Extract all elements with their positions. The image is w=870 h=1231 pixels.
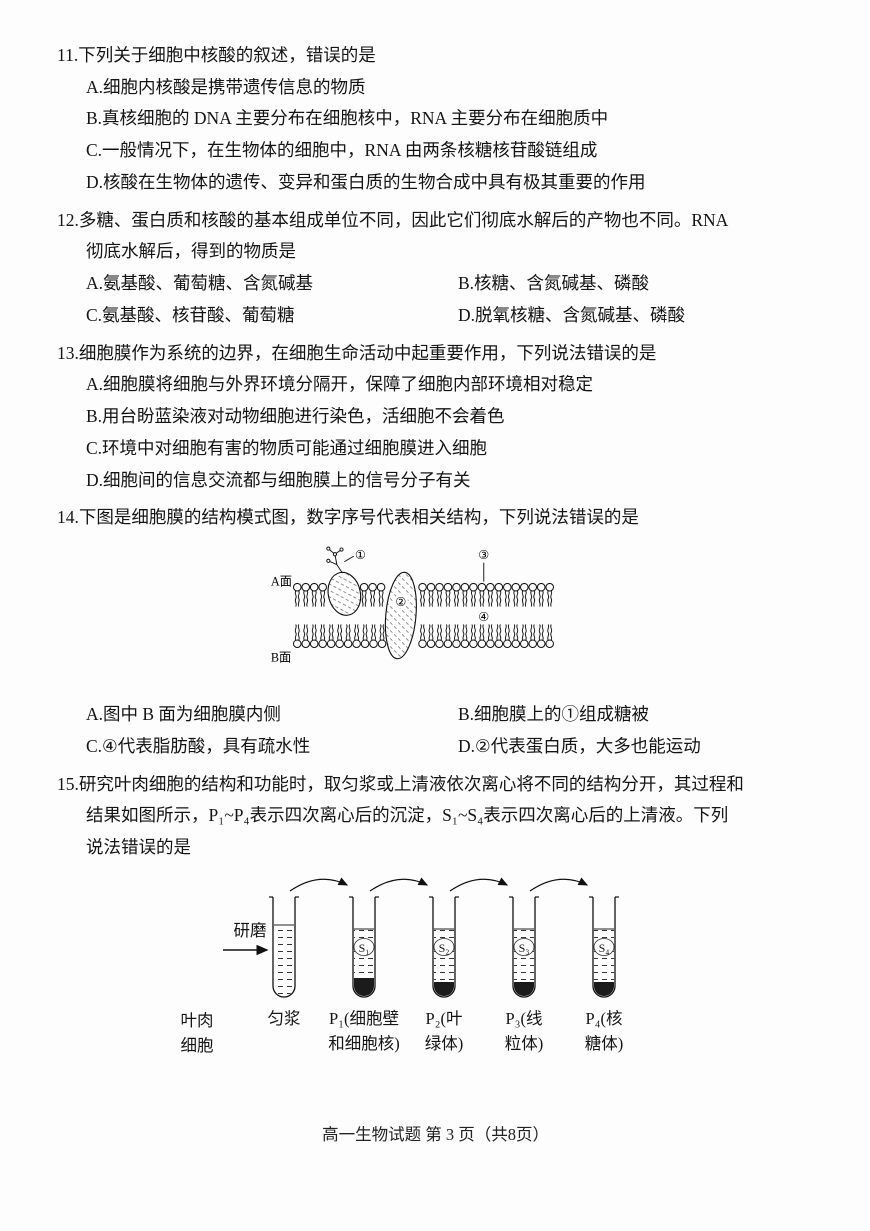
pellet-label-4: P₄(核糖体) [584,1009,624,1053]
marker-1-label: ① [355,548,366,562]
marker-4-label: ④ [478,610,489,624]
grind-label: 研磨 [233,921,267,941]
question-13-option-b: B.用台盼蓝染液对动物细胞进行染色，活细胞不会着色 [86,405,505,426]
question-11-option-d: D.核酸在生物体的遗传、变异和蛋白质的生物合成中具有极其重要的作用 [86,172,646,193]
cell-membrane-figure: A面 B面 ① ② ③ ④ [269,542,814,693]
cell-membrane-diagram: A面 B面 ① ② ③ ④ [271,546,554,665]
centrifugation-diagram: S₁ S₂ S₃ S₄ [223,877,619,998]
question-12: 12.多糖、蛋白质和核酸的基本组成单位不同，因此它们彻底水解后的产物也不同。RN… [57,205,814,332]
marker-2-backing [393,594,408,609]
b-side-label: B面 [271,651,291,665]
supernatant-label: S₃ [519,941,530,955]
question-11: 11.下列关于细胞中核酸的叙述，错误的是 A.细胞内核酸是携带遗传信息的物质 B… [57,40,814,199]
phospholipid-row-top-middle [359,582,386,607]
question-11-option-a: A.细胞内核酸是携带遗传信息的物质 [86,76,366,97]
phospholipid-row-bottom-left [292,623,387,648]
marker-2-label: ② [395,595,406,609]
marker-3-label: ③ [478,548,489,562]
question-13-option-d: D.细胞间的信息交流都与细胞膜上的信号分子有关 [86,469,471,490]
source-cell-label: 叶肉细胞 [180,1011,214,1055]
question-14-option-d: D.②代表蛋白质，大多也能运动 [458,735,701,756]
question-12-option-d: D.脱氧核糖、含氮碱基、磷酸 [458,304,686,325]
glycan-chain [326,546,344,574]
question-12-stem-line-2: 彻底水解后，得到的物质是 [86,241,296,262]
supernatant-label: S₄ [599,941,610,955]
question-11-stem: 11.下列关于细胞中核酸的叙述，错误的是 [57,45,376,65]
question-12-option-c: C.氨基酸、核苷酸、葡萄糖 [86,304,295,325]
question-14-option-c: C.④代表脂肪酸，具有疏水性 [86,735,311,756]
question-13-option-c: C.环境中对细胞有害的物质可能通过细胞膜进入细胞 [86,437,488,458]
pellet-label-2: P₂(叶绿体) [424,1009,464,1053]
question-15-stem-line-2: 结果如图所示，P₁~P₄表示四次离心后的沉淀，S₁~S₄表示四次离心后的上清液。… [86,805,729,826]
a-side-label: A面 [271,574,292,588]
glycoprotein-blob [327,571,362,616]
question-11-option-c: C.一般情况下，在生物体的细胞中，RNA 由两条核糖核苷酸链组成 [86,140,598,161]
question-15-stem-line-3: 说法错误的是 [86,836,191,857]
question-15: 15.研究叶肉细胞的结构和功能时，取匀浆或上清液依次离心将不同的结构分开，其过程… [57,769,814,1070]
question-12-stem-line-1: 12.多糖、蛋白质和核酸的基本组成单位不同，因此它们彻底水解后的产物也不同。RN… [57,209,729,230]
question-14-option-a: A.图中 B 面为细胞膜内侧 [86,703,281,724]
supernatant-label: S₁ [359,941,370,955]
exam-page: 11.下列关于细胞中核酸的叙述，错误的是 A.细胞内核酸是携带遗传信息的物质 B… [57,40,814,1145]
test-tubes: S₁ S₂ S₃ S₄ [269,896,619,998]
phospholipid-row-top-left [292,582,327,607]
page-footer: 高一生物试题 第 3 页（共8页） [322,1125,549,1145]
question-11-option-b: B.真核细胞的 DNA 主要分布在细胞核中，RNA 主要分布在细胞质中 [86,108,609,129]
question-12-option-b: B.核糖、含氮碱基、磷酸 [458,272,650,293]
question-12-options-row-2: C.氨基酸、核苷酸、葡萄糖 D.脱氧核糖、含氮碱基、磷酸 [86,300,814,332]
question-12-option-a: A.氨基酸、葡萄糖、含氮碱基 [86,272,314,293]
phospholipid-row-bottom-right [418,623,554,648]
question-14: 14.下图是细胞膜的结构模式图，数字序号代表相关结构，下列说法错误的是 [57,502,814,762]
question-14-stem: 14.下图是细胞膜的结构模式图，数字序号代表相关结构，下列说法错误的是 [57,507,639,528]
question-13: 13.细胞膜作为系统的边界，在细胞生命活动中起重要作用，下列说法错误的是 A.细… [57,338,814,497]
question-14-options-row-2: C.④代表脂肪酸，具有疏水性 D.②代表蛋白质，大多也能运动 [86,731,814,763]
question-13-stem: 13.细胞膜作为系统的边界，在细胞生命活动中起重要作用，下列说法错误的是 [57,342,657,363]
supernatant-label: S₂ [439,941,450,955]
phospholipid-row-top-right [418,582,554,607]
pellet-label-3: P₃(线粒体) [504,1009,544,1053]
homogenate-label: 匀浆 [267,1009,301,1029]
pellet-label-1: P₁(细胞壁和细胞核) [328,1009,400,1053]
question-12-options-row-1: A.氨基酸、葡萄糖、含氮碱基 B.核糖、含氮碱基、磷酸 [86,268,814,300]
transmembrane-protein [384,571,417,660]
question-13-option-a: A.细胞膜将细胞与外界环境分隔开，保障了细胞内部环境相对稳定 [86,374,594,395]
marker-4-backing [476,610,491,625]
question-14-options-row-1: A.图中 B 面为细胞膜内侧 B.细胞膜上的①组成糖被 [86,699,814,731]
transfer-arrows [289,877,589,892]
marker-1-pointer [344,555,355,563]
question-15-stem-line-1: 15.研究叶肉细胞的结构和功能时，取匀浆或上清液依次离心将不同的结构分开，其过程… [57,773,744,794]
question-14-option-b: B.细胞膜上的①组成糖被 [458,703,650,724]
